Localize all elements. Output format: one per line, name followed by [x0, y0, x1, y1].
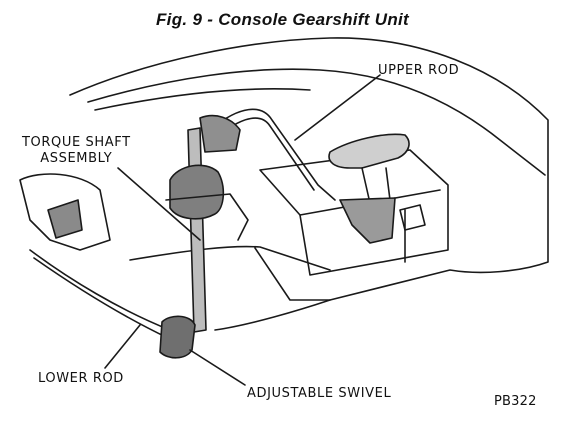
torque-body — [169, 164, 225, 220]
figure-title: Fig. 9 - Console Gearshift Unit — [156, 10, 409, 29]
torque-bracket-lower — [165, 193, 249, 241]
upper-rod-label: UPPER ROD — [378, 63, 460, 78]
leader-torque-shaft — [117, 167, 201, 241]
torque-shaft-label: TORQUE SHAFT ASSEMBLY — [22, 135, 131, 167]
adjustable-swivel — [159, 315, 196, 359]
torque-shaft-label-line2: ASSEMBLY — [40, 151, 113, 166]
lower-rod-2 — [33, 257, 169, 339]
torque-bracket-upper — [199, 114, 241, 153]
transmission-housing — [19, 173, 111, 251]
leader-lower-rod — [104, 324, 141, 369]
adjustable-swivel-label: ADJUSTABLE SWIVEL — [247, 386, 392, 401]
lower-rod — [29, 249, 171, 331]
shift-gate — [399, 204, 426, 231]
transmission-lever — [47, 199, 83, 239]
torque-shaft — [187, 127, 207, 333]
floor-line-2 — [254, 247, 331, 301]
torque-shaft-label-line1: TORQUE SHAFT — [22, 135, 131, 150]
figure-code: PB322 — [494, 394, 537, 409]
leader-upper-rod — [294, 74, 381, 141]
console-top-edge — [87, 68, 546, 176]
leader-adjustable-swivel — [189, 349, 246, 386]
lower-rod-label: LOWER ROD — [38, 371, 124, 386]
floor-line — [129, 245, 331, 271]
console-body — [69, 37, 549, 331]
shift-bracket — [339, 197, 396, 244]
shift-handle — [328, 133, 410, 169]
console-lip — [94, 88, 311, 111]
